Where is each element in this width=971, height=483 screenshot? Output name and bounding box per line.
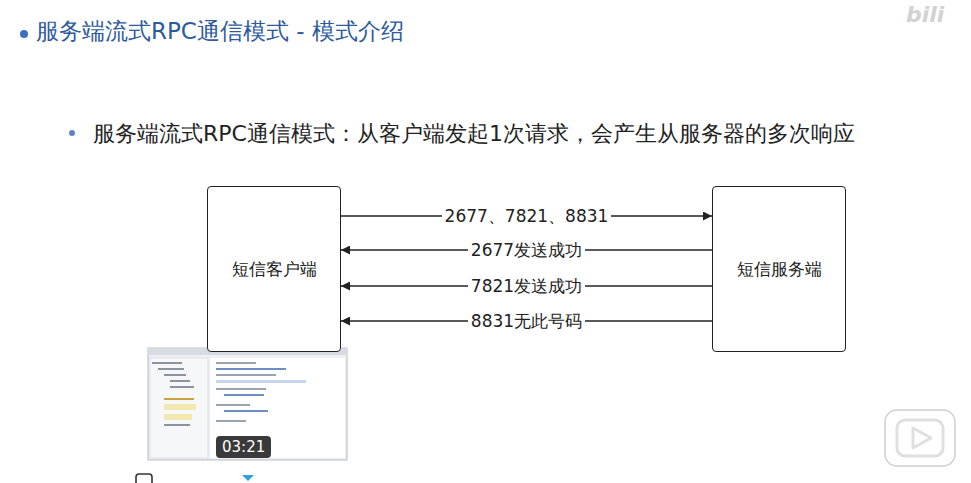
node-label: 短信客户端 (232, 258, 317, 281)
node-label: 短信服务端 (737, 258, 822, 281)
bullet-text: 服务端流式RPC通信模式：从客户端发起1次请求，会产生从服务器的多次响应 (93, 119, 855, 149)
bottom-icons (136, 474, 254, 483)
edge-label: 7821发送成功 (468, 276, 585, 296)
title-bullet (20, 30, 28, 38)
edge-label: 2677发送成功 (468, 240, 585, 260)
play-button (885, 410, 955, 466)
edge-label: 2677、7821、8831 (442, 206, 612, 226)
video-thumbnail (148, 348, 347, 460)
process-box: 短信客户端 (207, 186, 341, 352)
duration-badge: 03:21 (216, 436, 271, 458)
slide-title: 服务端流式RPC通信模式 - 模式介绍 (36, 16, 404, 47)
watermark: bili (906, 2, 944, 27)
list-bullet (69, 130, 75, 136)
edge-label: 8831无此号码 (468, 311, 585, 331)
process-box: 短信服务端 (712, 186, 846, 352)
